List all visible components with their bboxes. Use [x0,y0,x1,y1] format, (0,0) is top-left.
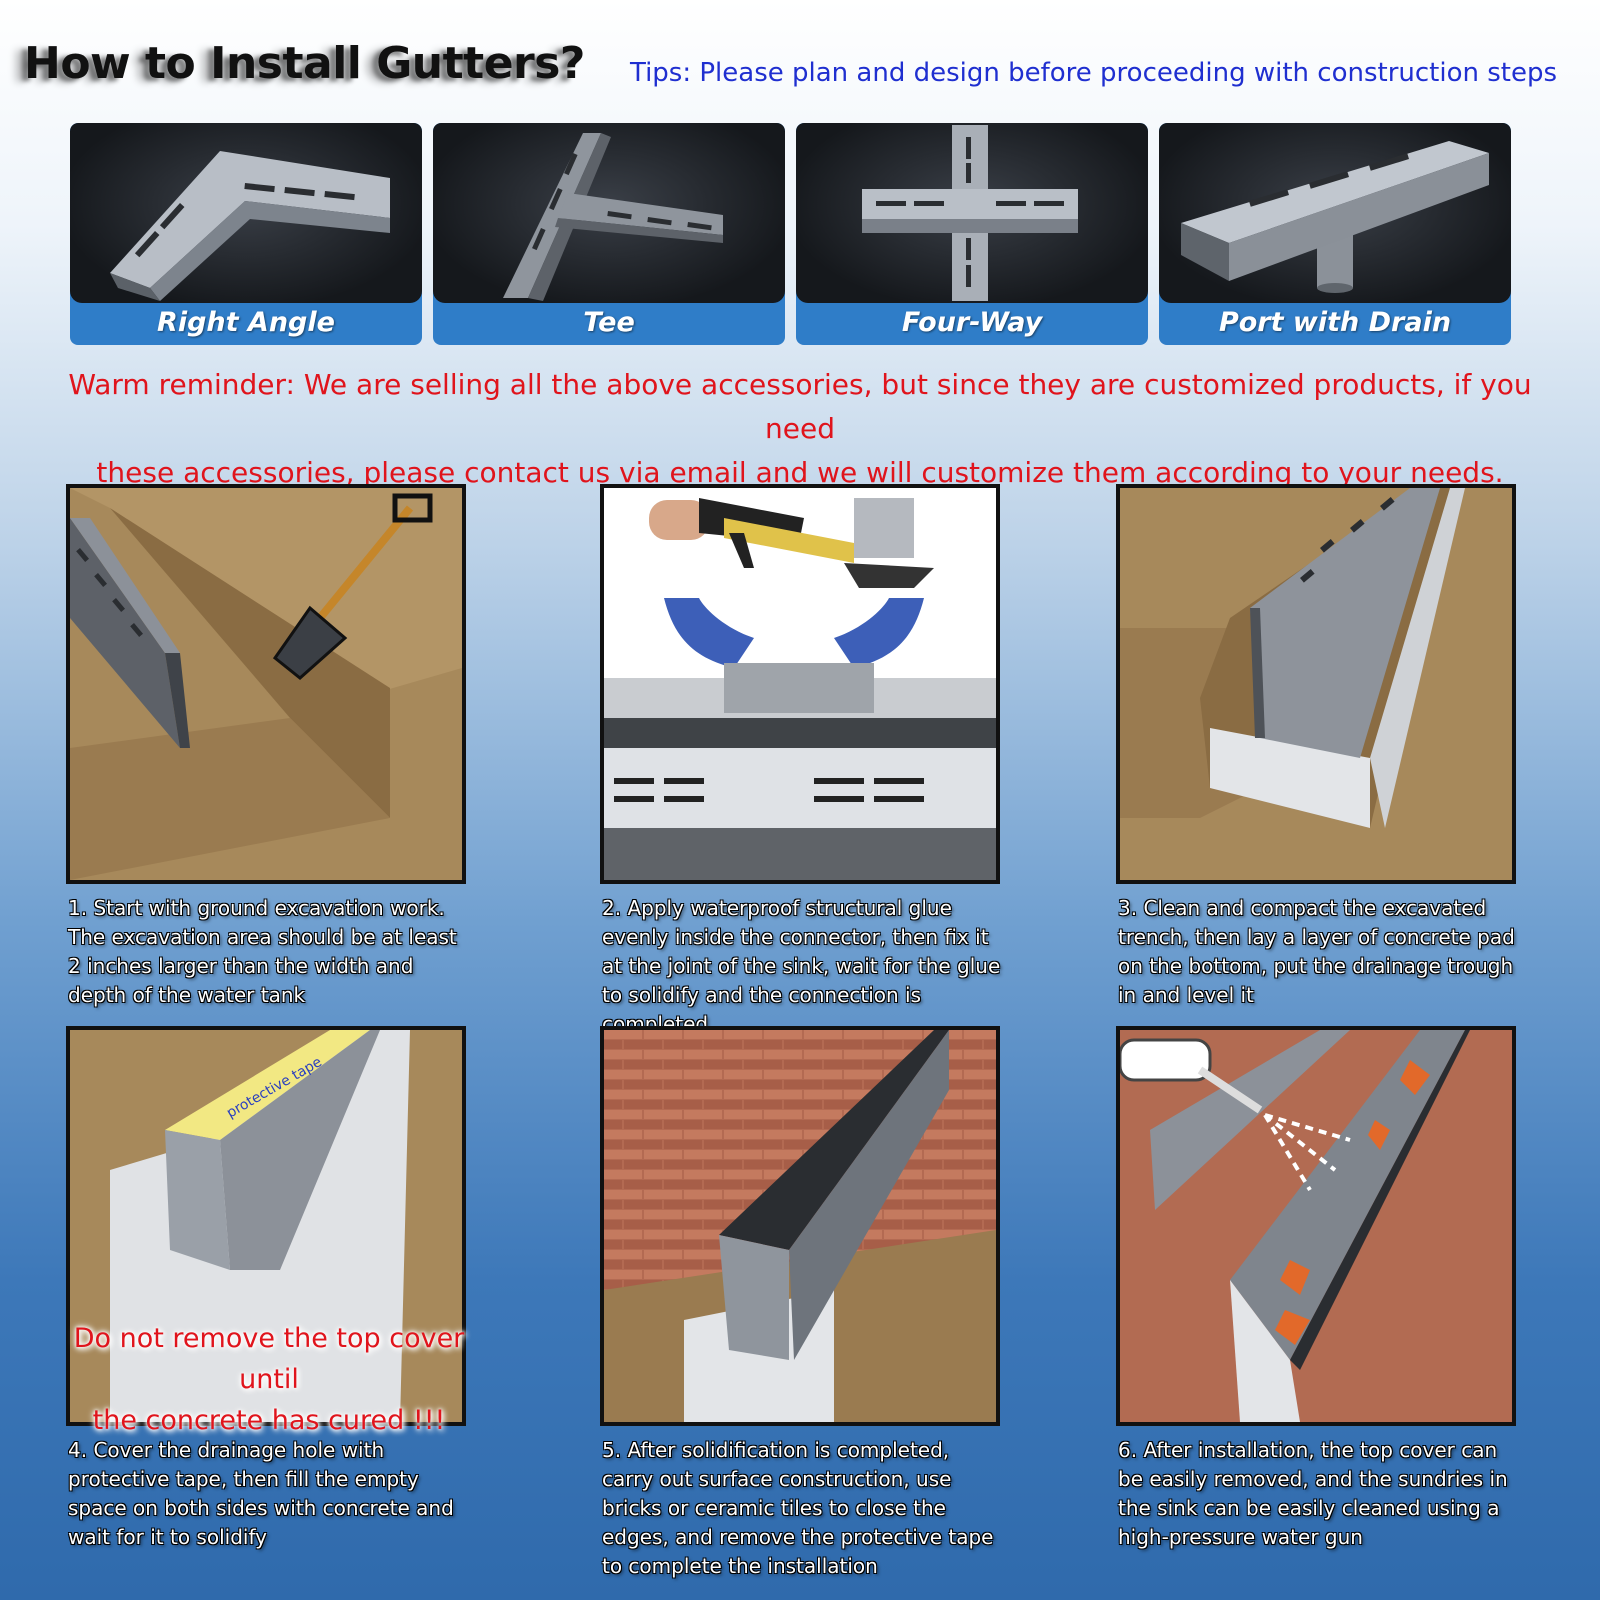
accessories-row: Right Angle Tee [70,123,1512,345]
accessory-card-port-with-drain: Port with Drain [1159,123,1511,345]
accessory-label: Tee [583,307,635,338]
cure-warning: Do not remove the top cover until the co… [44,1318,494,1441]
step-caption: 2. Apply waterproof structural glue even… [602,896,1001,1036]
warm-reminder: Warm reminder: We are selling all the ab… [40,363,1560,495]
accessory-label: Port with Drain [1218,307,1452,338]
right-angle-gutter-icon [70,123,422,303]
page-title: How to Install Gutters? [24,38,585,89]
accessory-card-right-angle: Right Angle [70,123,422,345]
step-caption: 4. Cover the drainage hole with protecti… [68,1438,454,1549]
four-way-gutter-icon [796,123,1148,303]
step-caption: 3. Clean and compact the excavated trenc… [1118,896,1515,1007]
reminder-line-1: Warm reminder: We are selling all the ab… [68,368,1532,445]
tee-gutter-icon [433,123,785,303]
tips-text: Tips: Please plan and design before proc… [630,58,1558,88]
accessory-card-four-way: Four-Way [796,123,1148,345]
cleaning-with-water-gun [1116,1026,1516,1426]
excavation-with-shovel [66,484,466,884]
step-caption: 5. After solidification is completed, ca… [602,1438,994,1578]
trough-on-concrete-pad [1116,484,1516,884]
reminder-line-2: these accessories, please contact us via… [96,456,1504,489]
step-caption: 1. Start with ground excavation work. Th… [68,896,457,1007]
warning-line-1: Do not remove the top cover until [73,1323,465,1395]
trough-in-brick-paving [600,1026,1000,1426]
accessory-card-tee: Tee [433,123,785,345]
warning-line-2: the concrete has cured !!! [92,1405,446,1436]
glue-gun-and-connector [600,484,1000,884]
step-caption: 6. After installation, the top cover can… [1118,1438,1508,1549]
protective-tape-on-trough: protective tape [66,1026,466,1426]
accessory-label: Four-Way [901,307,1043,338]
accessory-label: Right Angle [157,307,335,338]
port-with-drain-icon [1159,123,1511,303]
